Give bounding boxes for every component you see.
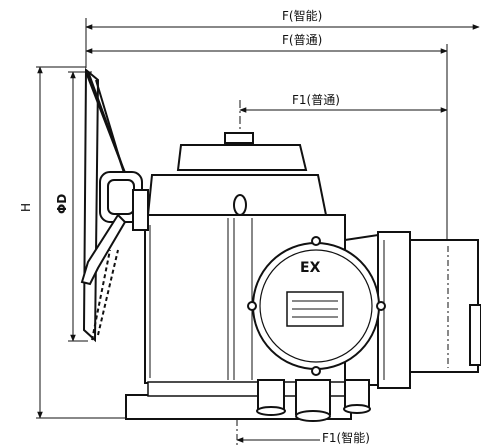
f1-smart-label: F1(智能) (322, 430, 370, 445)
ex-marking: EX (300, 260, 321, 276)
f-standard-label: F(普通) (282, 33, 322, 47)
handwheel-handle (80, 213, 127, 286)
ex-enclosure (247, 236, 386, 376)
height-label: H (19, 203, 33, 212)
dimension-lines (36, 18, 480, 447)
diameter-label: ΦD (55, 194, 69, 214)
f1-standard-label: F1(普通) (292, 93, 340, 107)
f-smart-label: F(智能) (282, 8, 322, 23)
